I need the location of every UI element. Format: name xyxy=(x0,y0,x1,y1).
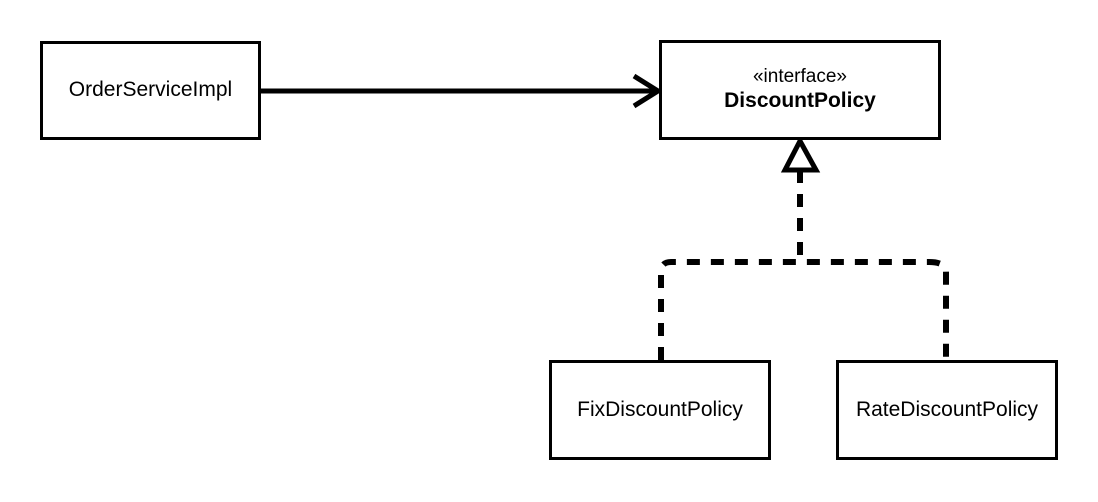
class-name-label: RateDiscountPolicy xyxy=(855,397,1039,421)
class-box-order-service-impl[interactable]: OrderServiceImpl xyxy=(40,41,261,140)
realization-dashed-fork xyxy=(658,135,949,360)
class-name-label: FixDiscountPolicy xyxy=(577,397,743,421)
association-order-to-policy xyxy=(261,73,663,109)
interface-box-discount-policy[interactable]: «interface» DiscountPolicy xyxy=(659,40,941,140)
class-name-label: OrderServiceImpl xyxy=(68,78,233,102)
hollow-triangle-icon xyxy=(780,135,821,173)
realization-branches xyxy=(658,259,949,360)
interface-name-label: DiscountPolicy xyxy=(724,88,876,112)
class-box-fix-discount-policy[interactable]: FixDiscountPolicy xyxy=(549,360,771,460)
class-box-rate-discount-policy[interactable]: RateDiscountPolicy xyxy=(836,360,1058,460)
open-arrow-icon xyxy=(632,73,663,109)
interface-stereotype-label: «interface» xyxy=(752,66,847,88)
